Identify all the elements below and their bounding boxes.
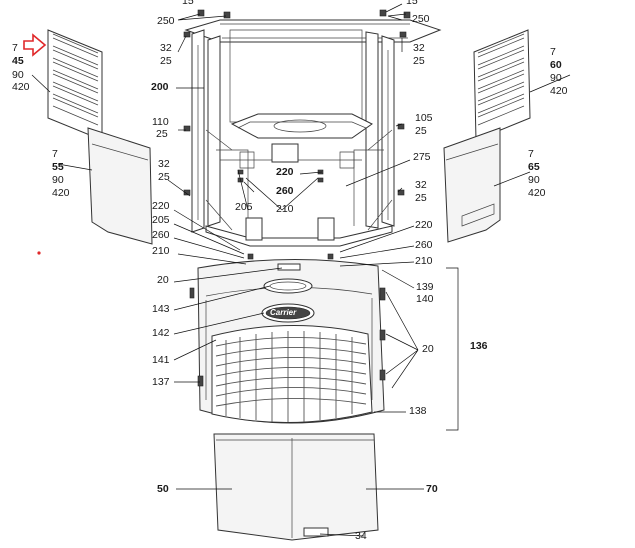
label-105: 105	[415, 112, 433, 124]
label-25-under-110: 25	[156, 128, 168, 140]
label-15-left: 15	[182, 0, 194, 7]
label-25-upper-right: 25	[413, 55, 425, 67]
left-upper-side-panel	[47, 29, 103, 141]
label-7-panel-55: 7	[52, 148, 58, 160]
label-25-mid-left: 25	[158, 171, 170, 183]
label-7-panel-65: 7	[528, 148, 534, 160]
brand-badge-text: Carrier	[270, 308, 297, 317]
label-7-panel-60: 7	[550, 46, 556, 58]
label-70: 70	[426, 483, 438, 495]
label-141: 141	[152, 354, 170, 366]
red-dot-icon	[37, 251, 41, 255]
label-200: 200	[151, 81, 169, 93]
label-25-mid-right: 25	[415, 192, 427, 204]
label-32-upper-left: 32	[160, 42, 172, 54]
label-138: 138	[409, 405, 427, 417]
label-45: 45	[12, 55, 24, 67]
label-250-right: 250	[412, 13, 430, 25]
label-20-side: 20	[422, 343, 434, 355]
label-260-right: 260	[415, 239, 433, 251]
label-142: 142	[152, 327, 170, 339]
label-15-right: 15	[406, 0, 418, 7]
label-220-right: 220	[415, 219, 433, 231]
label-25-under-105: 25	[415, 125, 427, 137]
label-34: 34	[355, 530, 367, 542]
label-90-panel-60: 90	[550, 72, 562, 84]
label-139: 139	[416, 281, 434, 293]
main-frame	[183, 9, 442, 268]
label-220-left: 220	[152, 200, 170, 212]
left-lower-side-panel	[87, 127, 153, 245]
label-110: 110	[152, 116, 169, 128]
label-32-mid-left: 32	[158, 158, 170, 170]
label-210-center: 210	[276, 203, 294, 215]
label-65: 65	[528, 161, 540, 173]
label-7-panel-45: 7	[12, 42, 18, 54]
label-420-panel-60: 420	[550, 85, 568, 97]
leader-lines	[31, 3, 571, 537]
label-260-center: 260	[276, 185, 294, 197]
label-32-mid-right: 32	[415, 179, 427, 191]
front-assembly	[189, 259, 459, 431]
label-220-center: 220	[276, 166, 294, 178]
label-90-panel-65: 90	[528, 174, 540, 186]
label-205-center: 205	[235, 201, 253, 213]
red-outline-arrow-icon	[23, 33, 47, 57]
right-lower-side-panel	[443, 127, 501, 243]
label-136: 136	[470, 340, 488, 352]
label-55: 55	[52, 161, 64, 173]
label-140: 140	[416, 293, 434, 305]
label-90-panel-55: 90	[52, 174, 64, 186]
label-60: 60	[550, 59, 562, 71]
label-20-top: 20	[157, 274, 169, 286]
label-420-panel-45: 420	[12, 81, 30, 93]
label-250-left: 250	[157, 15, 175, 27]
label-275: 275	[413, 151, 431, 163]
label-260-left: 260	[152, 229, 170, 241]
label-420-panel-55: 420	[52, 187, 70, 199]
label-210-left: 210	[152, 245, 170, 257]
label-205-left: 205	[152, 214, 170, 226]
label-137: 137	[152, 376, 170, 388]
label-25-upper-left: 25	[160, 55, 172, 67]
bottom-doors	[213, 433, 379, 541]
label-32-upper-right: 32	[413, 42, 425, 54]
label-50: 50	[157, 483, 169, 495]
label-90-panel-45: 90	[12, 69, 24, 81]
label-420-panel-65: 420	[528, 187, 546, 199]
right-upper-side-panel	[473, 29, 531, 141]
label-143: 143	[152, 303, 170, 315]
label-210-right: 210	[415, 255, 433, 267]
